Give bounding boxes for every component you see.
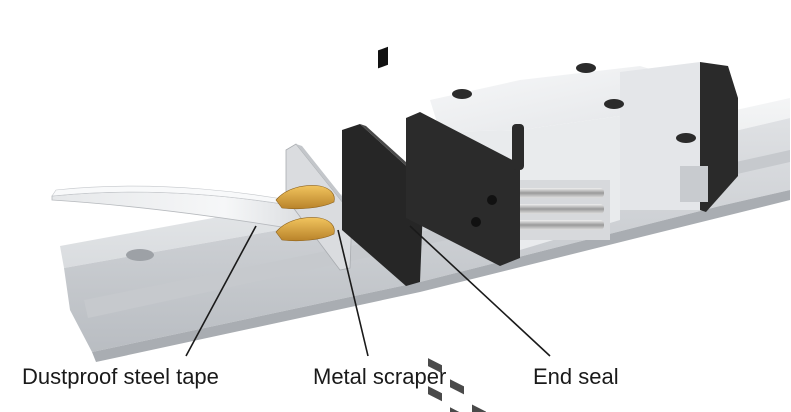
block-mounting-hole-2 <box>576 63 596 73</box>
block-mounting-hole-3 <box>604 99 624 109</box>
label-metal-scraper: Metal scraper <box>313 366 446 388</box>
block-side-window <box>680 166 708 202</box>
label-end-seal: End seal <box>533 366 619 388</box>
return-springs <box>512 188 604 230</box>
scraper-gold-insert-upper <box>276 186 334 209</box>
end-cap-screw-hole-1 <box>487 195 497 205</box>
block-mounting-hole-1 <box>452 89 472 99</box>
grease-nipple <box>512 124 524 170</box>
block-mounting-hole-4 <box>676 133 696 143</box>
rail-mounting-hole <box>126 249 154 261</box>
label-dustproof-steel-tape: Dustproof steel tape <box>22 366 219 388</box>
end-seal-slot <box>378 47 388 69</box>
slider-block <box>406 62 738 412</box>
end-cap-screw-hole-2 <box>471 217 481 227</box>
